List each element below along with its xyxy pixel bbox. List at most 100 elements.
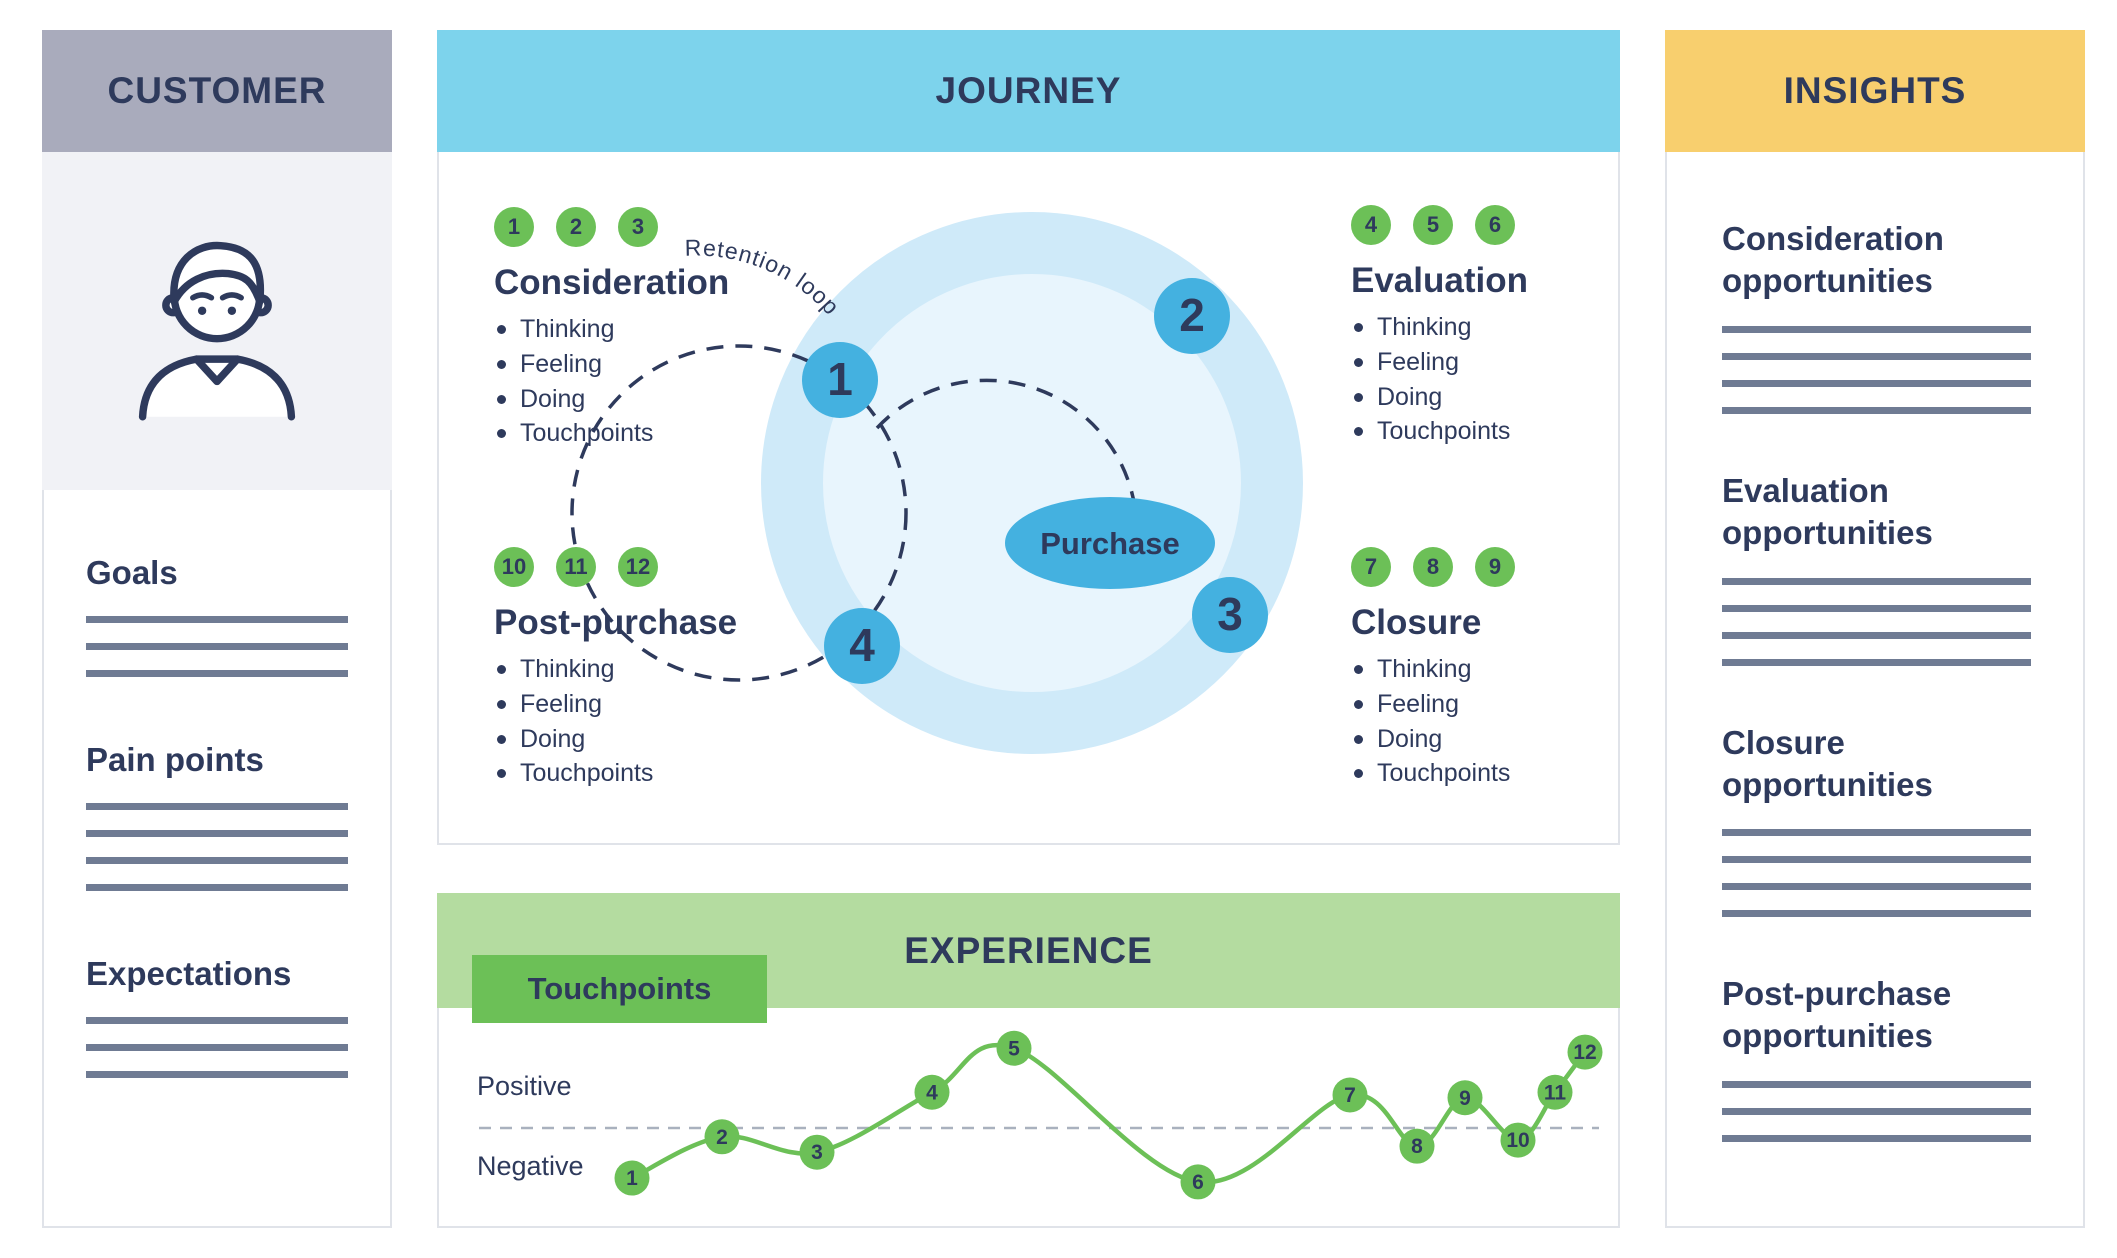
placeholder-lines: [1722, 829, 2031, 918]
svg-text:12: 12: [1573, 1041, 1596, 1064]
stage-badges: 1 2 3: [494, 207, 839, 247]
purchase-label: Purchase: [1040, 526, 1180, 561]
insights-panel: INSIGHTS Consideration opportunities Eva…: [1665, 30, 2085, 1228]
touchpoint-1: 1: [614, 1160, 650, 1196]
insights-panel-header: INSIGHTS: [1665, 30, 2085, 152]
svg-text:1: 1: [827, 353, 853, 405]
journey-diagram: Retention loop Purchase 1 2 3 4: [439, 152, 1618, 841]
section-expectations: Expectations: [86, 955, 348, 1078]
section-closure-opportunities: Closure opportunities: [1722, 722, 2031, 918]
placeholder-line: [1722, 829, 2031, 837]
stage-title: Post-purchase: [494, 603, 738, 642]
stage-bullet: Feeling: [1351, 348, 1696, 377]
touchpoint-badge: 5: [1413, 205, 1453, 245]
placeholder-lines: [86, 1017, 348, 1078]
touchpoint-badge: 8: [1413, 547, 1453, 587]
placeholder-line: [1722, 352, 2031, 360]
stage-bullets: Thinking Feeling Doing Touchpoints: [1351, 313, 1696, 446]
touchpoint-5: 5: [996, 1030, 1032, 1066]
placeholder-lines: [1722, 1081, 2031, 1143]
svg-text:1: 1: [626, 1167, 638, 1190]
experience-curve: [631, 1042, 1587, 1185]
placeholder-line: [1722, 325, 2031, 333]
placeholder-line: [86, 1071, 348, 1078]
svg-text:6: 6: [1192, 1171, 1204, 1194]
touchpoint-10: 10: [1500, 1122, 1536, 1158]
touchpoint-3: 3: [799, 1134, 835, 1170]
svg-text:8: 8: [1411, 1135, 1423, 1158]
stage-badges: 7 8 9: [1351, 547, 1696, 587]
stage-bullet: Touchpoints: [1351, 759, 1696, 788]
touchpoint-badge: 9: [1475, 547, 1515, 587]
svg-text:9: 9: [1459, 1087, 1471, 1110]
svg-text:2: 2: [716, 1126, 728, 1149]
insights-sections: Consideration opportunities Evaluation o…: [1667, 152, 2083, 1143]
placeholder-line: [86, 830, 348, 837]
stage-bullets: Thinking Feeling Doing Touchpoints: [494, 655, 839, 788]
axis-label-positive: Positive: [477, 1071, 572, 1101]
experience-panel: EXPERIENCE Touchpoints Positive Negative…: [437, 893, 1620, 1228]
section-title: Goals: [86, 554, 178, 591]
touchpoint-badge: 2: [556, 207, 596, 247]
svg-text:4: 4: [849, 619, 875, 671]
touchpoint-2: 2: [704, 1119, 740, 1155]
journey-node-3: 3: [1192, 577, 1268, 653]
touchpoint-badge: 3: [618, 207, 658, 247]
placeholder-line: [1722, 1081, 2031, 1089]
placeholder-line: [1722, 1108, 2031, 1116]
stage-bullet: Doing: [1351, 725, 1696, 754]
section-pain-points: Pain points: [86, 741, 348, 891]
touchpoint-6: 6: [1180, 1164, 1216, 1200]
placeholder-line: [86, 884, 348, 891]
section-title: Consideration opportunities: [1722, 220, 1944, 299]
section-title: Post-purchase opportunities: [1722, 975, 1952, 1055]
stage-title: Closure: [1351, 603, 1482, 642]
touchpoint-9: 9: [1447, 1080, 1483, 1116]
touchpoint-badge: 11: [556, 547, 596, 587]
stage-post-purchase: 10 11 12 Post-purchase Thinking Feeling …: [494, 547, 839, 794]
section-title: Pain points: [86, 741, 264, 778]
touchpoint-badge: 7: [1351, 547, 1391, 587]
stage-bullets: Thinking Feeling Doing Touchpoints: [494, 315, 839, 448]
touchpoint-12: 12: [1567, 1034, 1603, 1070]
placeholder-line: [1722, 910, 2031, 918]
section-title: Closure opportunities: [1722, 723, 1933, 803]
svg-text:7: 7: [1344, 1084, 1356, 1107]
touchpoint-4: 4: [914, 1074, 950, 1110]
svg-text:10: 10: [1506, 1129, 1529, 1152]
touchpoint-badge: 4: [1351, 205, 1391, 245]
journey-ring: [761, 212, 1303, 754]
journey-node-2: 2: [1154, 278, 1230, 354]
placeholder-line: [86, 643, 348, 650]
placeholder-line: [1722, 1135, 2031, 1143]
placeholder-line: [1722, 856, 2031, 864]
section-evaluation-opportunities: Evaluation opportunities: [1722, 470, 2031, 666]
placeholder-line: [1722, 604, 2031, 612]
insights-panel-title: INSIGHTS: [1783, 70, 1967, 111]
svg-text:4: 4: [926, 1081, 938, 1104]
experience-panel-title: EXPERIENCE: [904, 929, 1153, 971]
stage-bullet: Feeling: [1351, 690, 1696, 719]
placeholder-lines: [86, 616, 348, 677]
section-consideration-opportunities: Consideration opportunities: [1722, 218, 2031, 414]
customer-panel: CUSTOMER Goals: [42, 30, 392, 1228]
placeholder-line: [86, 616, 348, 623]
journey-node-1: 1: [802, 342, 878, 418]
person-icon: [138, 241, 296, 421]
placeholder-line: [1722, 883, 2031, 891]
stage-title: Consideration: [494, 263, 730, 302]
svg-text:11: 11: [1544, 1081, 1567, 1104]
stage-badges: 10 11 12: [494, 547, 839, 587]
stage-bullet: Doing: [1351, 383, 1696, 412]
customer-panel-header: CUSTOMER: [42, 30, 392, 152]
placeholder-line: [86, 670, 348, 677]
stage-bullet: Thinking: [1351, 313, 1696, 342]
touchpoint-badge: 12: [618, 547, 658, 587]
touchpoint-badge: 10: [494, 547, 534, 587]
journey-panel: JOURNEY Retention loop Purchase 1 2: [437, 30, 1620, 845]
placeholder-line: [1722, 406, 2031, 414]
stage-evaluation: 4 5 6 Evaluation Thinking Feeling Doing …: [1351, 205, 1696, 452]
journey-panel-header: JOURNEY: [437, 30, 1620, 152]
